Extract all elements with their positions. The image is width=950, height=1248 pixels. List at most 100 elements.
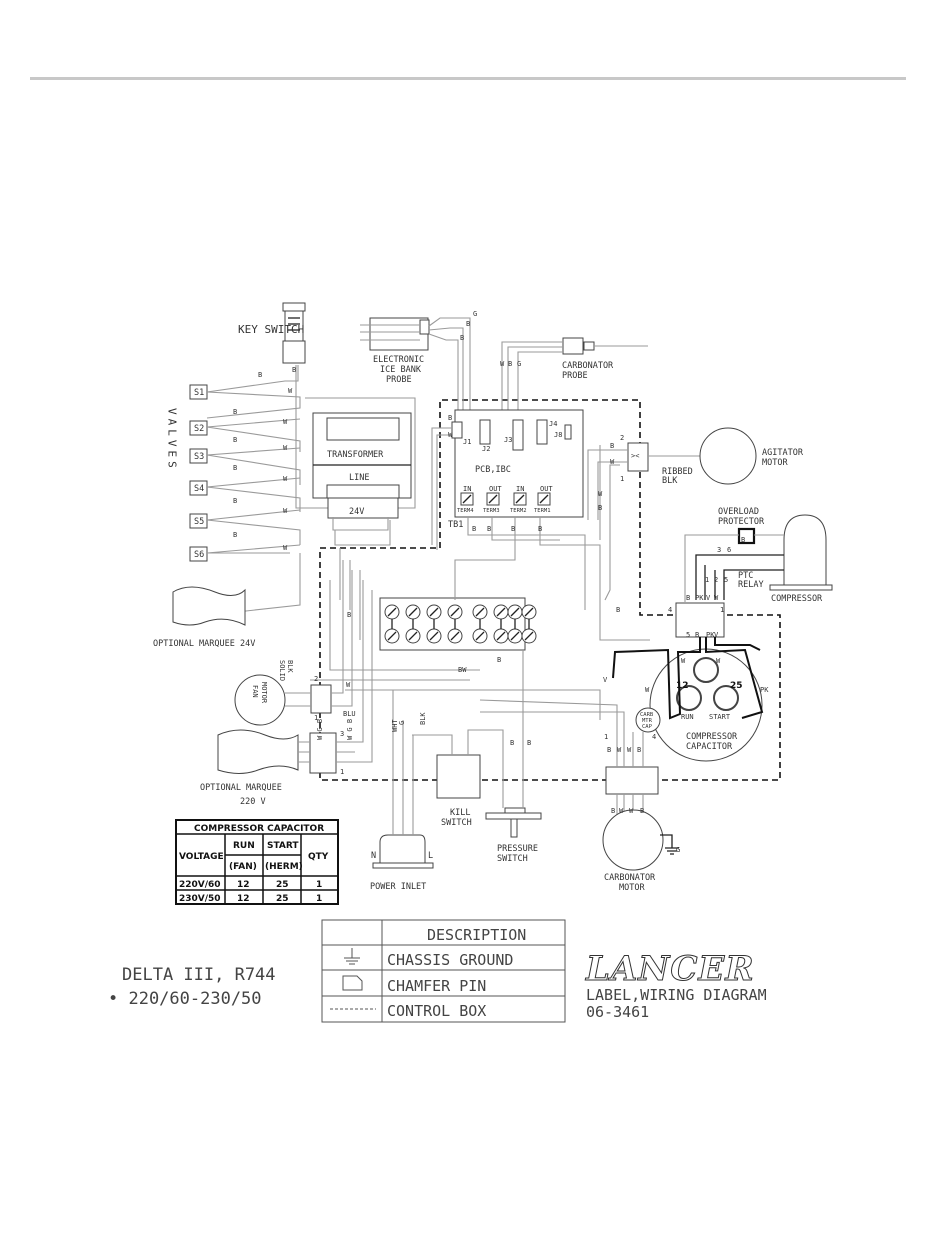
wire-color-label: 2 <box>620 434 624 442</box>
wire-color-label: G <box>398 721 406 725</box>
compressor-dome <box>783 514 827 586</box>
kill-switch: KILL SWITCH <box>412 729 504 828</box>
wire-color-label: W G B <box>316 719 324 740</box>
wire-color-label: B <box>527 739 531 747</box>
wire-color-label: B <box>637 746 641 754</box>
wire-color-label: B <box>472 525 476 533</box>
wire-color-label: PK <box>706 631 715 639</box>
legend-control-box: CONTROL BOX <box>387 1002 486 1020</box>
ribbed-blk-label-2: BLK <box>662 476 678 486</box>
carb-cap-label-2: MTR <box>642 718 653 724</box>
fan-motor-label-2: MOTOR <box>260 682 268 704</box>
lancer-logo: LANCER <box>585 949 755 989</box>
cap-table-title: COMPRESSOR CAPACITOR <box>194 824 324 834</box>
legend-chamfer-pin: CHAMFER PIN <box>387 977 486 995</box>
wire-color-label: W <box>716 657 721 665</box>
ptc-pin-3: 3 <box>717 546 721 554</box>
ptc-pin-1: 1 <box>705 576 709 584</box>
ice-bank-probe-label-1: ELECTRONIC <box>373 355 424 365</box>
ptc-pin-2: 2 <box>714 576 718 584</box>
tb1-label: TB1 <box>448 520 463 530</box>
pcb-label: PCB,IBC <box>475 465 511 475</box>
cap-row1-qty: 1 <box>316 880 322 890</box>
overload-protector <box>737 527 756 545</box>
wire-color-label: 4 <box>652 733 656 741</box>
wire-color-label: W <box>283 507 288 515</box>
optional-marquee-24v-label: OPTIONAL MARQUEE 24V <box>153 639 255 649</box>
wire-color-label: B <box>347 611 351 619</box>
wire-color-label: B <box>538 525 542 533</box>
terminal-direction: OUT <box>489 485 502 493</box>
wire-color-label: G <box>676 846 680 854</box>
model-name: DELTA III, R744 <box>122 965 276 985</box>
wire-color-label: W <box>629 807 634 815</box>
overload-label-1: OVERLOAD <box>718 507 759 517</box>
wire-color-label: W <box>283 475 288 483</box>
chamfer-pin-icon <box>342 975 363 991</box>
wire-color-label: B <box>510 739 514 747</box>
agitator-motor-label-1: AGITATOR <box>762 448 804 458</box>
wire-color-label: W <box>645 686 650 694</box>
fan-motor: FAN MOTOR BLK SOLID <box>234 560 353 726</box>
pressure-switch-label-2: SWITCH <box>497 854 528 864</box>
key-switch-label: KEY SWITCH <box>238 323 304 336</box>
terminal-name: TERM1 <box>534 508 551 514</box>
inlet-l-label: L <box>428 851 433 861</box>
wire-color-label: PK <box>760 686 769 694</box>
carbonator-motor: CARB MTR CAP CARBONATOR MOTOR <box>479 699 679 893</box>
ice-bank-probe-label-2: ICE BANK <box>380 365 422 375</box>
electronic-ice-bank-probe: ELECTRONIC ICE BANK PROBE <box>360 317 483 452</box>
transformer: TRANSFORMER LINE 24V <box>312 412 412 546</box>
wire-color-label: B <box>233 408 237 416</box>
pcb-ibc: J1 J2 J3 J4 J8 PCB,IBC INTERM4OUTTERM3IN… <box>448 409 584 530</box>
wire-color-label: B <box>511 525 515 533</box>
transformer-line-label: LINE <box>349 473 369 483</box>
jack-j8: J8 <box>554 431 562 439</box>
wire-color-label: W <box>714 594 719 602</box>
wire-color-label: B <box>695 631 699 639</box>
wire-color-label: V <box>706 594 711 602</box>
wire-color-label: B <box>686 594 690 602</box>
ice-bank-probe-label-3: PROBE <box>386 375 412 385</box>
wire-color-label: B <box>292 366 296 374</box>
wire-color-label: B <box>598 504 602 512</box>
wire-color-label: BLK <box>419 712 427 725</box>
wire-color-label: B <box>741 536 745 544</box>
cap-row1-start: 25 <box>276 880 289 890</box>
wire-color-label: 1 <box>314 714 318 722</box>
compressor-capacitor-label-2: CAPACITOR <box>686 742 733 752</box>
valve-box <box>189 480 208 496</box>
compressor-capacitor: 12 25 RUN START COMPRESSOR CAPACITOR <box>612 637 764 762</box>
cap-table-start-sub: (HERM) <box>265 862 303 872</box>
wire-color-label: B <box>233 464 237 472</box>
jack-j2: J2 <box>482 445 490 453</box>
carbonator-motor-label-2: MOTOR <box>619 883 645 893</box>
cap-row2-start: 25 <box>276 894 289 904</box>
jack-j4: J4 <box>549 420 557 428</box>
key-switch: KEY SWITCH <box>238 302 306 364</box>
terminal-direction: OUT <box>540 485 553 493</box>
valve-box <box>189 513 208 529</box>
wire-color-label: B <box>460 334 464 342</box>
compressor-capacitor-table <box>175 819 339 905</box>
control-box-outline <box>319 399 781 781</box>
wire-color-label: B <box>233 436 237 444</box>
jack-j3: J3 <box>504 436 512 444</box>
carbonator-probe-label-1: CARBONATOR <box>562 361 614 371</box>
legend-header: DESCRIPTION <box>427 926 526 944</box>
wire-color-label: B <box>466 320 470 328</box>
inlet-n-label: N <box>371 851 376 861</box>
cap-start-label: START <box>709 713 731 721</box>
terminal-name: TERM4 <box>457 508 474 514</box>
carbonator-probe-label-2: PROBE <box>562 371 588 381</box>
wire-color-label: B <box>487 525 491 533</box>
cap-table-run-header: RUN <box>233 841 255 851</box>
wire-color-label: W <box>283 444 288 452</box>
cap-table-voltage-header: VOLTAGE <box>179 852 224 862</box>
wire-color-label: V <box>714 631 719 639</box>
carbonator-motor-label-1: CARBONATOR <box>604 873 656 883</box>
wire-color-label: W <box>627 746 632 754</box>
cap-table-run-sub: (FAN) <box>229 862 257 872</box>
